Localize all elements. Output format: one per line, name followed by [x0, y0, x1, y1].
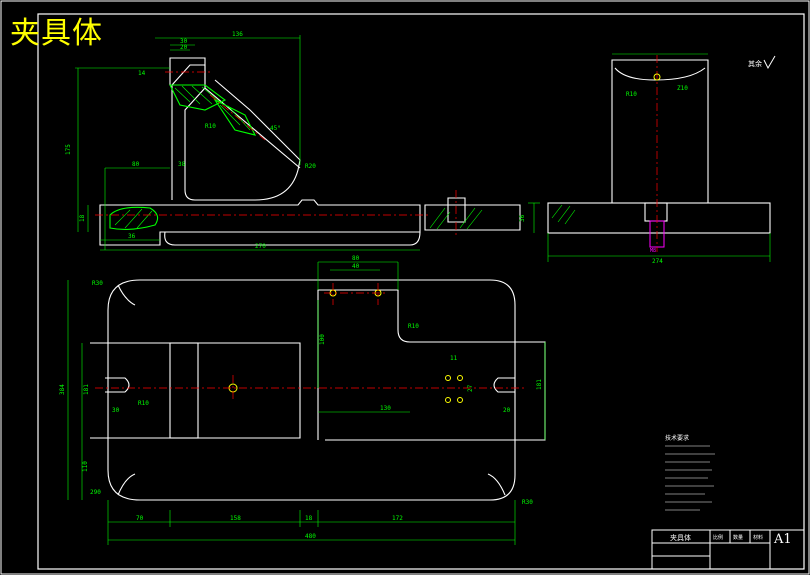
side-base: [547, 202, 771, 234]
dim-top-R10: R10: [408, 323, 419, 330]
mid-slot: [447, 197, 466, 223]
dim-top-30a: 30: [112, 407, 120, 414]
dim-front-14: 14: [138, 70, 146, 77]
title-block: [651, 529, 805, 570]
top-inner-right: [317, 289, 546, 441]
side-groove: [614, 67, 706, 81]
dim-top-side-181: 181: [536, 379, 543, 390]
top-hole-c: [445, 375, 451, 381]
dim-side-274: 274: [652, 258, 663, 265]
sheet-size-label: A1: [773, 532, 792, 547]
dim-front-18: 18: [79, 214, 86, 222]
dim-top-40: 40: [352, 263, 360, 270]
dim-top-290: 290: [90, 489, 101, 496]
dim-top-181: 181: [83, 384, 90, 395]
side-dim-lines: [528, 53, 771, 262]
top-hole-d: [457, 375, 463, 381]
tech-notes-lines: [665, 445, 715, 511]
top-centerlines: [95, 283, 525, 400]
dim-top-R30b: R30: [522, 499, 533, 506]
dim-top-27: 27: [467, 384, 474, 392]
front-hatch-base: [109, 206, 159, 231]
top-hole-e: [445, 397, 451, 403]
front-dim-lines: [75, 35, 420, 251]
inner-frame: [37, 13, 805, 570]
top-dim-lines: [67, 261, 546, 545]
front-hatch-1: [169, 84, 227, 111]
side-view: [547, 59, 771, 234]
top-slot-left: [105, 377, 130, 393]
roughness-symbol-icon: [763, 55, 776, 70]
dim-top-R30a: R30: [92, 280, 103, 287]
top-block: [169, 342, 199, 439]
dim-front-38: 38: [178, 161, 186, 168]
dim-front-80: 80: [132, 161, 140, 168]
dim-front-270: 270: [255, 243, 266, 250]
dim-top-80: 80: [352, 255, 360, 262]
title-block-cell-2: 数量: [733, 534, 743, 541]
dim-top-110: 110: [82, 461, 89, 472]
front-centerlines: [95, 71, 430, 216]
front-hatch-lines: [114, 85, 251, 229]
front-base-step: [164, 231, 421, 246]
dim-top-100: 100: [319, 334, 326, 345]
front-view: [99, 57, 421, 246]
title-block-cell-1: 比例: [713, 534, 723, 541]
roughness-note: 其余: [748, 59, 762, 68]
front-hatch-2: [213, 98, 257, 136]
tech-notes-heading: 技术要求: [665, 434, 689, 442]
side-column: [611, 59, 709, 203]
dim-front-136: 136: [232, 31, 243, 38]
dim-top-130: 130: [380, 405, 391, 412]
mid-hatch: [429, 207, 483, 230]
dim-top-20: 20: [503, 407, 511, 414]
dim-top-172: 172: [392, 515, 403, 522]
top-holes: [228, 289, 463, 403]
dim-front-20: 20: [180, 44, 188, 51]
side-hatch: [551, 204, 576, 225]
side-bolt: [644, 202, 668, 222]
dim-top-11: 11: [450, 355, 458, 362]
dim-side-36: 36: [519, 214, 526, 222]
dim-top-480: 480: [305, 533, 316, 540]
drawing-title: 夹具体: [10, 16, 103, 51]
front-arm-slant: [204, 87, 301, 169]
front-arm-outline: [171, 64, 301, 201]
top-corner-bl: [117, 473, 136, 496]
dim-top-R10b: R10: [138, 400, 149, 407]
side-hole: [653, 73, 661, 81]
dim-side-R10: R10: [626, 91, 637, 98]
top-slot-right: [493, 377, 515, 393]
title-block-cell-3: 材料: [753, 534, 763, 541]
dim-front-36: 36: [128, 233, 136, 240]
dim-top-158: 158: [230, 515, 241, 522]
dim-top-384: 384: [59, 384, 66, 395]
dim-front-175: 175: [65, 144, 72, 155]
top-hole-f: [457, 397, 463, 403]
drawing-text: 136 30 20 14 175 80 38 270 18 36 R20 R10…: [59, 31, 792, 547]
dim-front-R10: R10: [205, 123, 216, 130]
title-block-part-name: 夹具体: [670, 533, 691, 542]
top-inner-left: [90, 342, 301, 439]
top-corner-br: [487, 473, 506, 496]
front-base-outline: [99, 199, 421, 246]
top-corner-tl: [117, 284, 136, 306]
dim-front-R20: R20: [305, 163, 316, 170]
top-plate-outline: [107, 279, 516, 501]
dim-front-45: 45°: [270, 125, 281, 132]
top-view: [90, 279, 546, 501]
dim-side-M: M8: [650, 248, 656, 254]
mid-block: [424, 204, 521, 231]
dim-top-18: 18: [305, 515, 313, 522]
dim-top-70: 70: [136, 515, 144, 522]
dim-side-Z10: Z10: [677, 85, 688, 92]
mid-section: [424, 197, 521, 231]
dim-front-30: 30: [180, 38, 188, 45]
